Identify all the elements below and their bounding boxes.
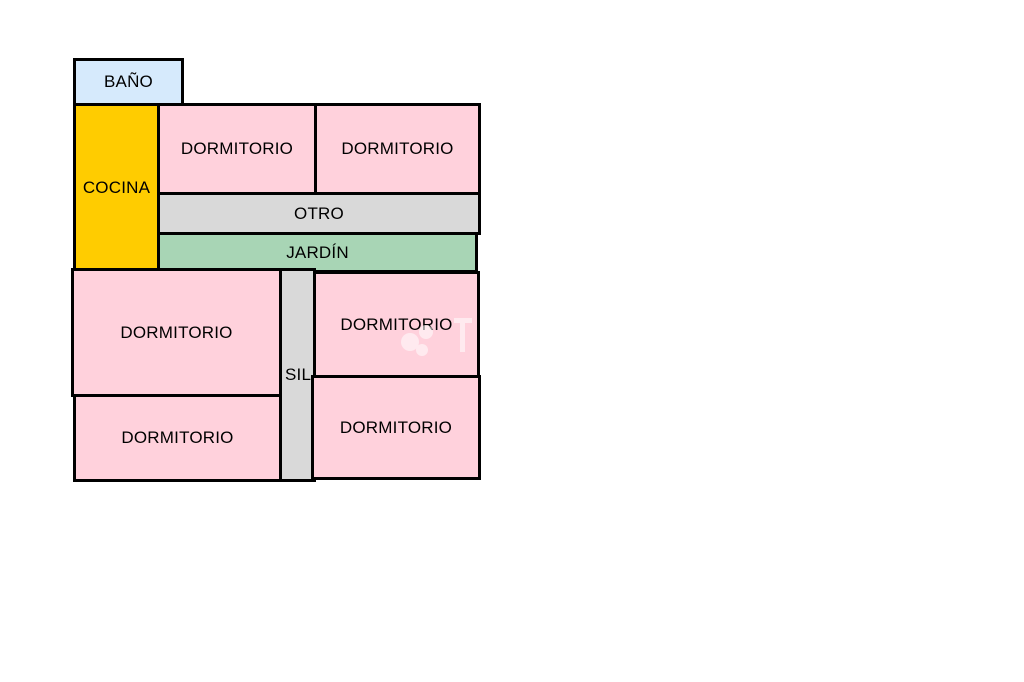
- room-bathroom: BAÑO: [73, 58, 184, 106]
- room-label-bedroom-5: DORMITORIO: [121, 428, 234, 447]
- room-label-bedroom-2: DORMITORIO: [341, 139, 454, 158]
- room-label-bedroom-1: DORMITORIO: [180, 139, 294, 158]
- room-garden: JARDÍN: [157, 232, 478, 273]
- room-bedroom-5: DORMITORIO: [73, 394, 282, 482]
- room-label-bedroom-4: DORMITORIO: [340, 315, 453, 334]
- room-label-kitchen: COCINA: [82, 177, 151, 197]
- room-other: OTRO: [157, 192, 481, 235]
- room-label-garden: JARDÍN: [286, 242, 349, 262]
- room-bedroom-4: DORMITORIO: [313, 271, 480, 379]
- room-label-hallway: SIL: [285, 365, 312, 384]
- room-kitchen: COCINA: [73, 103, 160, 272]
- room-label-bedroom-3: DORMITORIO: [120, 322, 233, 342]
- room-bedroom-3: DORMITORIO: [71, 268, 282, 397]
- room-bedroom-2: DORMITORIO: [314, 103, 481, 195]
- room-bedroom-6: DORMITORIO: [311, 375, 481, 480]
- room-bedroom-1: DORMITORIO: [157, 103, 317, 195]
- room-label-bedroom-6: DORMITORIO: [339, 417, 453, 437]
- room-label-bathroom: BAÑO: [104, 72, 153, 91]
- room-hallway: SIL: [279, 268, 316, 482]
- room-label-other: OTRO: [294, 203, 344, 223]
